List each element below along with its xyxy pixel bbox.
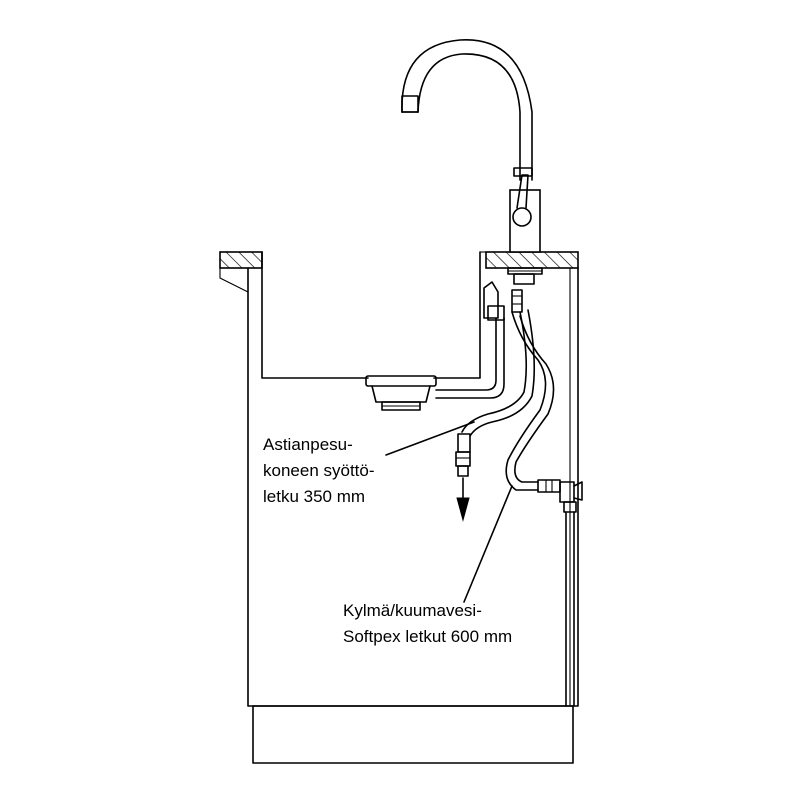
faucet-lever-knob: [512, 207, 532, 227]
countertop-right: [485, 251, 579, 269]
faucet: [401, 39, 541, 253]
cabinet: [247, 267, 579, 764]
faucet-mount: [507, 267, 543, 313]
leader-line-water-hoses: [463, 485, 513, 603]
countertop-left: [219, 251, 263, 269]
sink-basin: [219, 251, 486, 379]
dishwasher-arrow-head: [456, 497, 470, 522]
overflow-outlet: [483, 281, 499, 319]
sink-basin-wall-right: [433, 251, 481, 379]
dishwasher-feed-hose: [455, 309, 536, 522]
label-water-hoses: Kylmä/kuumavesi- Softpex letkut 600 mm: [343, 601, 512, 646]
label-dishwasher-hose-line-3: letku 350 mm: [263, 487, 365, 506]
sink-edge-left: [219, 268, 249, 293]
drain-strainer: [365, 375, 437, 411]
wall-valve: [559, 481, 583, 707]
cabinet-plinth: [252, 705, 574, 764]
label-dishwasher-hose: Astianpesu- koneen syöttö- letku 350 mm: [263, 435, 379, 506]
label-dishwasher-hose-line-1: Astianpesu-: [263, 435, 353, 454]
label-water-hoses-line-2: Softpex letkut 600 mm: [343, 627, 512, 646]
countertop: [219, 251, 579, 269]
overflow-pipe: [435, 281, 505, 399]
label-dishwasher-hose-line-2: koneen syöttö-: [263, 461, 375, 480]
faucet-spout: [401, 39, 533, 181]
faucet-aerator: [401, 95, 419, 113]
sink-basin-wall: [261, 251, 369, 379]
label-water-hoses-line-1: Kylmä/kuumavesi-: [343, 601, 482, 620]
hose-connector: [537, 479, 561, 493]
leader-line-dishwasher: [385, 421, 475, 456]
faucet-lever: [516, 174, 529, 209]
